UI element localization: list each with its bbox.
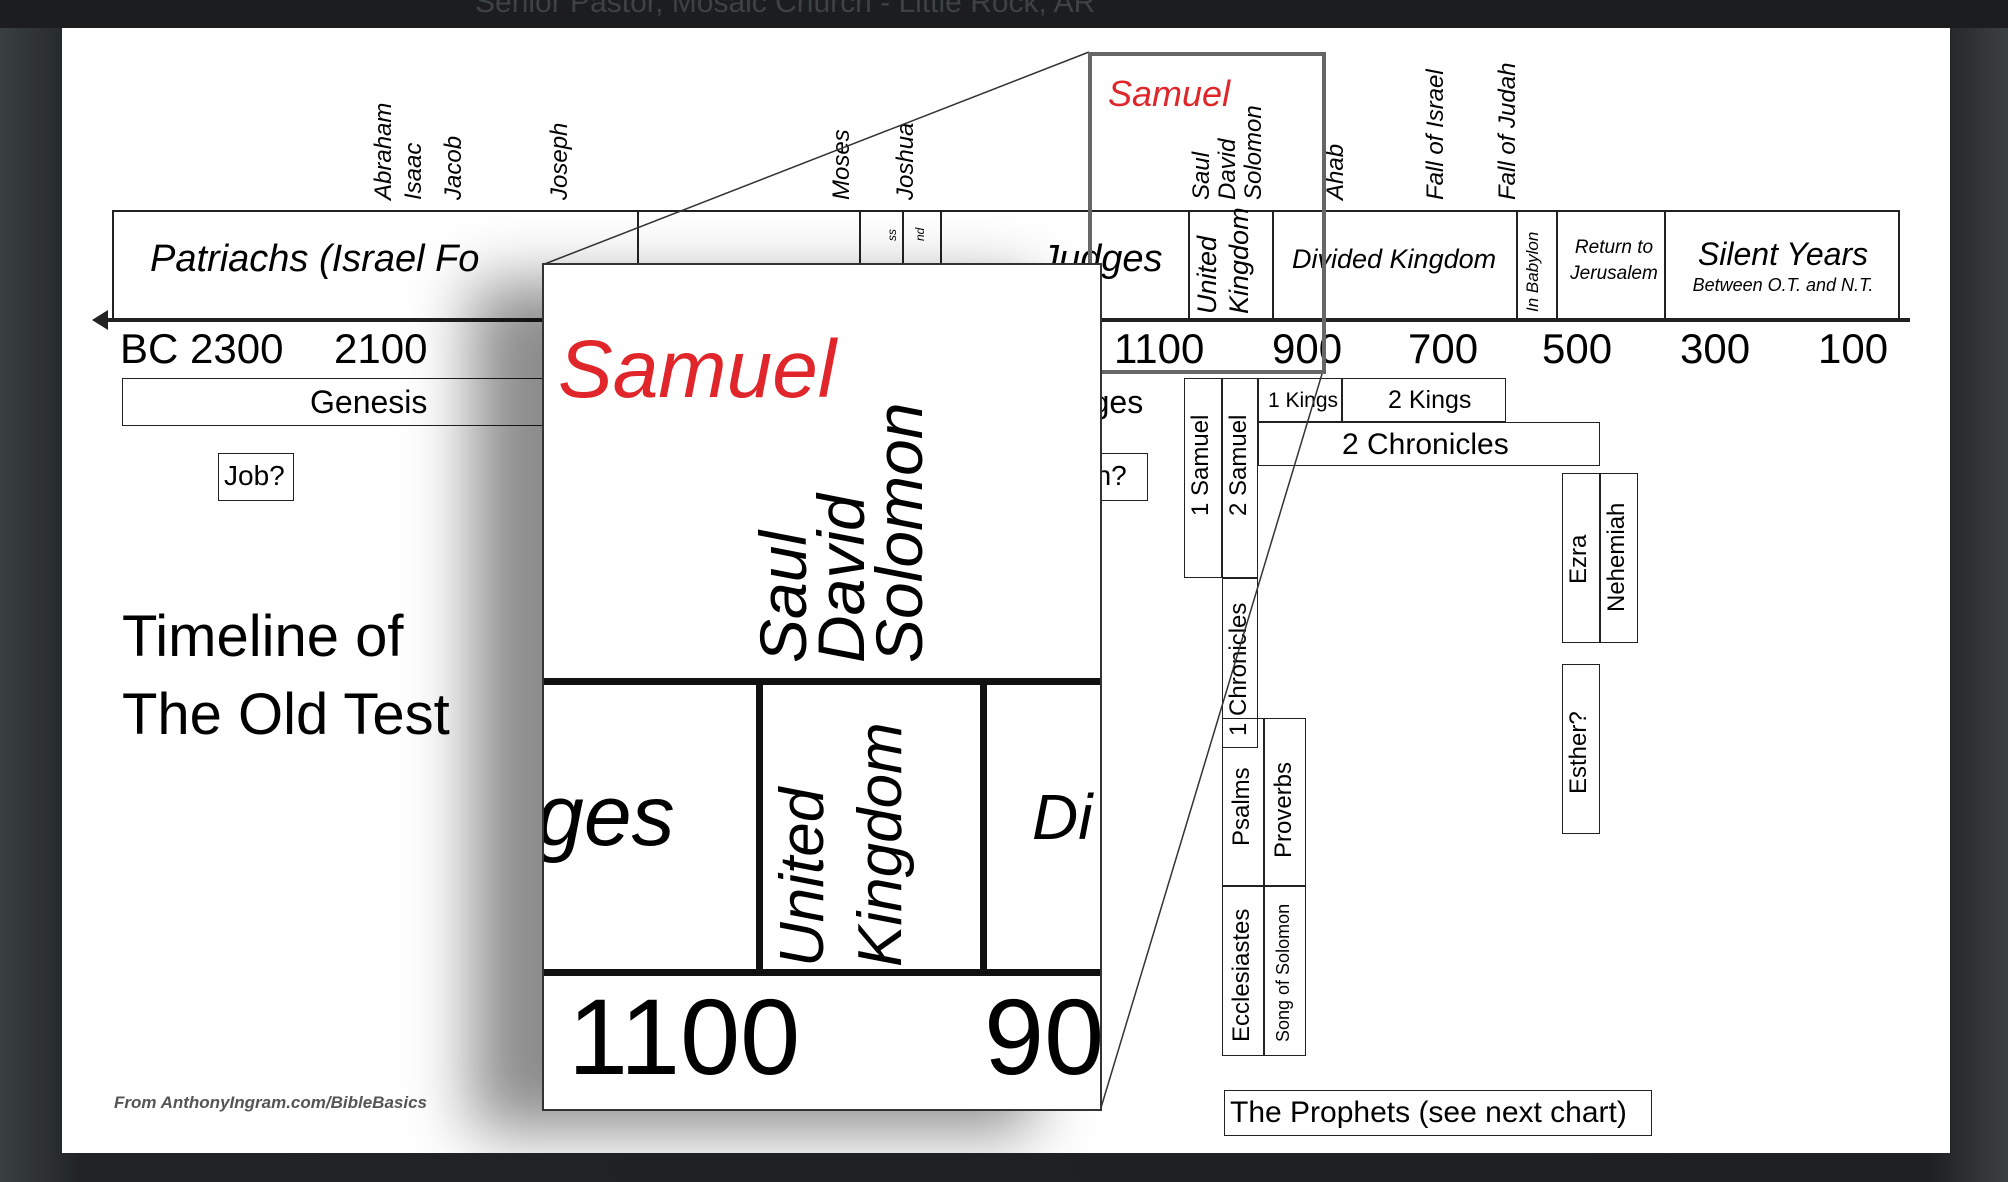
window-title-bar: Senior Pastor, Mosaic Church - Little Ro… — [0, 0, 2008, 28]
period-return-1: Return to — [1574, 237, 1654, 258]
zoom-1100: 1100 — [568, 976, 801, 1097]
slide-title-line1: Timeline of — [122, 604, 404, 669]
book-ezra — [1562, 473, 1600, 643]
zoom-inset: Samuel Saul David Solomon ges United Kin… — [542, 263, 1102, 1111]
zoom-samuel: Samuel — [558, 324, 837, 415]
book-prophets-label: The Prophets (see next chart) — [1230, 1096, 1627, 1129]
book-prophets — [1224, 1090, 1652, 1136]
book-genesis-label: Genesis — [310, 384, 428, 420]
callout-lines — [541, 51, 1323, 1112]
book-2-kings-label: 2 Kings — [1388, 386, 1472, 414]
year-700: 700 — [1408, 325, 1479, 372]
zoom-solomon: Solomon — [862, 402, 936, 664]
slide-title-line2: The Old Test — [122, 682, 450, 747]
book-2-samuel — [1222, 378, 1258, 578]
credit-text: From AnthonyIngram.com/BibleBasics — [114, 1093, 427, 1112]
year-900: 900 — [1272, 325, 1343, 372]
slide: Abraham Isaac Jacob Joseph Moses Joshua … — [62, 28, 1950, 1153]
year-100: 100 — [1818, 325, 1889, 372]
divider — [1272, 210, 1274, 320]
book-2-chronicles — [1258, 422, 1600, 466]
period-silent-sub: Between O.T. and N.T. — [1692, 275, 1874, 295]
book-job-label: Job? — [224, 460, 285, 491]
book-1-kings — [1258, 378, 1342, 422]
zoom-divider — [756, 678, 763, 974]
divider — [1664, 210, 1666, 320]
book-nehemiah — [1600, 473, 1638, 643]
book-1-samuel — [1184, 378, 1222, 578]
book-1-kings-label: 1 Kings — [1268, 389, 1339, 412]
year-2300: BC 2300 — [120, 325, 284, 372]
zoom-united: United — [768, 787, 837, 967]
divider — [1516, 210, 1518, 320]
zoom-di: Di — [1032, 781, 1093, 853]
zoom-ges: ges — [542, 768, 675, 864]
year-2100: 2100 — [334, 325, 428, 372]
book-proverbs — [1264, 718, 1306, 886]
period-silent-years: Silent Years — [1697, 236, 1869, 272]
year-500: 500 — [1542, 325, 1613, 372]
book-esther — [1562, 664, 1600, 834]
book-psalms — [1222, 718, 1264, 886]
book-song-of-solomon — [1264, 886, 1306, 1056]
zoom-90: 90 — [984, 976, 1102, 1097]
zoom-kingdom: Kingdom — [846, 722, 915, 967]
zoom-divider — [980, 678, 987, 974]
year-1100: 1100 — [1114, 325, 1205, 372]
zoom-band-bottom — [544, 969, 1100, 976]
book-1-chronicles — [1222, 578, 1258, 748]
window-title: Senior Pastor, Mosaic Church - Little Ro… — [475, 0, 1096, 19]
book-ecclesiastes — [1222, 886, 1264, 1056]
highlight-frame — [1088, 52, 1326, 374]
divider — [1188, 210, 1190, 320]
label-samuel: Samuel — [1108, 73, 1231, 114]
period-patriarchs: Patriachs (Israel Fo — [150, 238, 480, 280]
book-2-kings — [1342, 378, 1506, 422]
period-return-2: Jerusalem — [1570, 263, 1658, 284]
book-job — [218, 453, 294, 501]
year-300: 300 — [1680, 325, 1751, 372]
zoom-band-top — [544, 678, 1100, 685]
axis-arrow-icon — [92, 310, 108, 330]
period-divided-kingdom: Divided Kingdom — [1292, 244, 1497, 274]
book-2-chronicles-label: 2 Chronicles — [1342, 428, 1509, 461]
divider — [1556, 210, 1558, 320]
